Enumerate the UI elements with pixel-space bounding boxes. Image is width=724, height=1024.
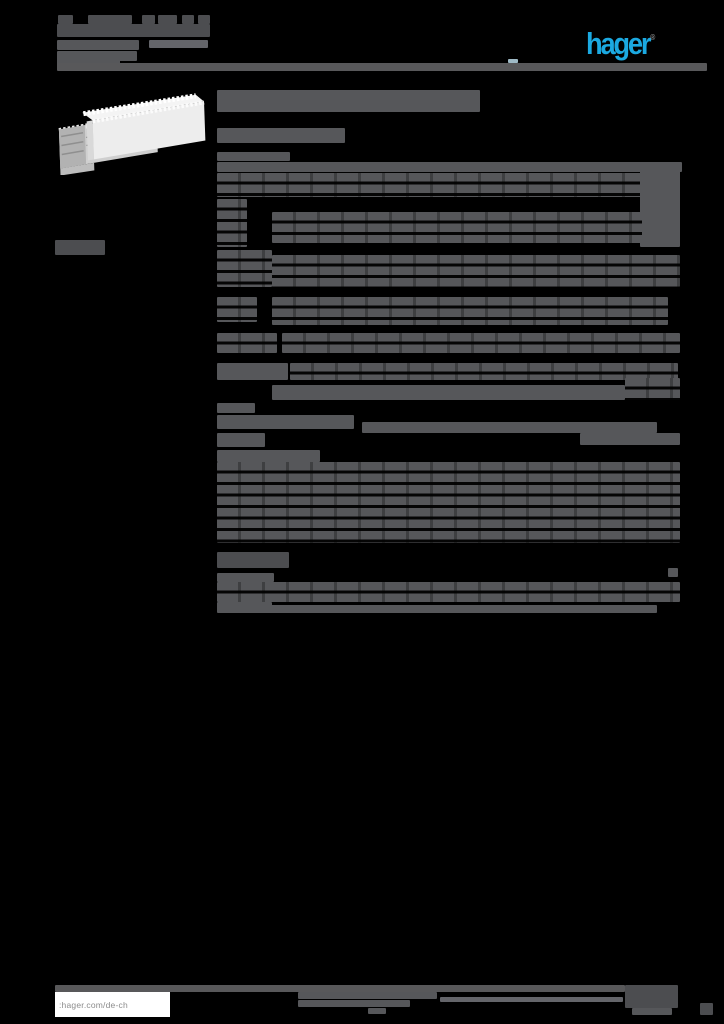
side-tab-label (55, 240, 105, 255)
attr-left-col-d (217, 450, 320, 462)
header-code-line1-seg1 (58, 15, 73, 24)
attr-row-4 (272, 255, 680, 287)
attr-row-9a (217, 415, 354, 429)
product-title (217, 90, 480, 112)
attr-row-5 (272, 297, 668, 325)
registered-trademark-icon: ® (650, 33, 656, 42)
header-accent-speck (508, 59, 518, 63)
header-code-line1-seg5 (182, 15, 194, 24)
footer-center-line1 (298, 992, 437, 999)
footer-rule (55, 985, 625, 992)
attr-stub (217, 403, 255, 413)
trunking-interior (58, 125, 87, 169)
lead-line (217, 152, 290, 161)
footer-center-line2 (298, 1000, 410, 1007)
section-heading (217, 552, 289, 568)
product-image (58, 93, 206, 175)
header-code-line1-seg2 (88, 15, 132, 24)
header-rule (57, 63, 707, 71)
section-sub-line (217, 573, 274, 582)
footer-center-thinline (440, 997, 623, 1002)
attr-row-10a (217, 433, 265, 447)
header-code-line1-seg3 (142, 15, 155, 24)
header-code-line2b (149, 40, 208, 48)
header-code-line1-seg6 (198, 15, 210, 24)
attr-row-6b (282, 333, 680, 353)
footer-center-line3 (368, 1008, 386, 1014)
footer-right-line (632, 1008, 672, 1015)
footer-page-number (700, 1003, 713, 1015)
note-last-line (238, 605, 657, 613)
attr-right-col (640, 162, 680, 247)
hager-logo: hager® (586, 24, 683, 59)
attr-row-3 (272, 212, 642, 243)
attr-row-9b (362, 422, 657, 433)
hager-logo-text: hager (586, 26, 651, 61)
attr-left-col-c (217, 297, 257, 322)
note-paragraph (217, 582, 680, 602)
attr-row-6a (217, 333, 277, 353)
attr-row-8 (272, 385, 625, 400)
footer-right-block (625, 985, 678, 1008)
attr-row-2 (217, 173, 654, 197)
header-code-line1-seg4 (158, 15, 177, 24)
footer-website-box: :hager.com/de-ch (55, 992, 170, 1017)
attr-row-8b (625, 378, 680, 400)
footer-website-link[interactable]: :hager.com/de-ch (59, 999, 128, 1010)
attr-row-7b (290, 363, 678, 380)
attr-left-col-a (217, 199, 247, 247)
superscript-mark (668, 568, 678, 577)
header-code-line3 (57, 51, 137, 61)
description-paragraph (217, 462, 680, 543)
header-code-line1-body (57, 24, 210, 37)
header-code-line2 (57, 40, 139, 50)
product-subtitle (217, 128, 345, 143)
attr-left-col-b (217, 250, 272, 287)
attr-row-7a (217, 363, 288, 380)
attr-row-1 (217, 162, 682, 172)
attr-row-10b (580, 433, 680, 445)
